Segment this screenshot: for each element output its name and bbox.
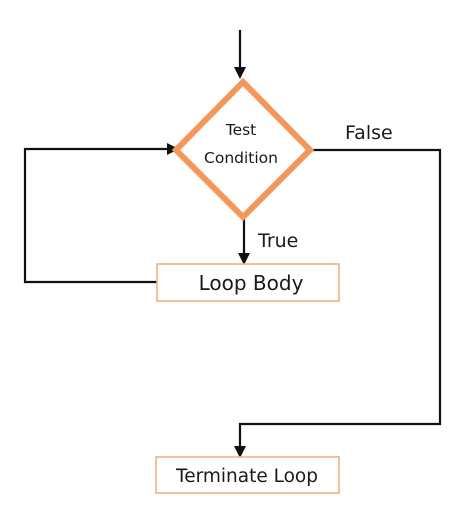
true-label: True — [257, 230, 298, 252]
false-connector — [238, 148, 442, 449]
entry-arrowhead — [234, 67, 246, 79]
decision-diamond — [171, 77, 315, 222]
decision-label-line2: Condition — [204, 149, 278, 167]
true-arrowhead — [238, 253, 250, 265]
loop-back-connector — [23, 147, 170, 284]
loop-body-label: Loop Body — [199, 271, 304, 295]
terminate-box — [155, 456, 340, 494]
loop-body-box — [156, 263, 340, 302]
terminate-label: Terminate Loop — [175, 466, 318, 487]
false-label: False — [345, 122, 393, 144]
false-arrowhead — [234, 446, 246, 458]
decision-label-line1: Test — [225, 121, 257, 139]
